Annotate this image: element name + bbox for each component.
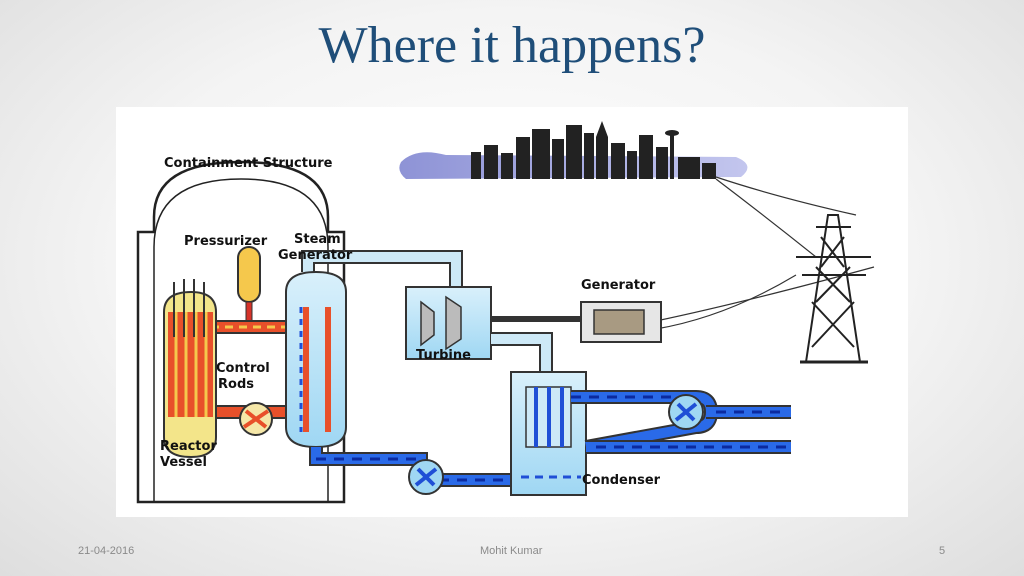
footer-author: Mohit Kumar: [480, 545, 543, 557]
reactor-pump: [239, 402, 273, 436]
power-lines: [655, 176, 875, 330]
steam-generator: [285, 270, 347, 449]
footer-page-number: 5: [939, 545, 946, 557]
cooling-water-loop: [571, 390, 791, 454]
steam-pipe: [301, 250, 463, 287]
cooling-pump: [668, 394, 704, 430]
reactor-vessel: [163, 279, 217, 459]
exhaust-pipe: [491, 332, 553, 372]
label-generator: Generator: [581, 278, 656, 293]
city-skyline: [399, 121, 748, 179]
diagram-canvas: Containment Structure Pressurizer Steam …: [136, 121, 875, 504]
label-pressurizer: Pressurizer: [184, 234, 268, 249]
feedwater-pump: [408, 459, 444, 495]
label-steam-line1: Steam: [294, 232, 341, 247]
turbine: [405, 286, 492, 360]
transmission-tower: [796, 214, 871, 364]
label-steam-line2: Generator: [278, 248, 353, 263]
label-reactor-line1: Reactor: [160, 439, 217, 454]
label-control-line1: Control: [216, 361, 270, 376]
generator: [580, 301, 662, 343]
label-containment-structure: Containment Structure: [164, 156, 333, 171]
label-control-line2: Rods: [218, 377, 254, 392]
footer-date: 21-04-2016: [78, 545, 135, 557]
label-condenser: Condenser: [582, 473, 661, 488]
label-reactor-line2: Vessel: [160, 455, 207, 470]
slide-title: Where it happens?: [318, 17, 706, 74]
label-turbine: Turbine: [416, 348, 471, 363]
condenser: [510, 371, 587, 496]
nuclear-plant-diagram: Containment Structure Pressurizer Steam …: [116, 107, 908, 517]
